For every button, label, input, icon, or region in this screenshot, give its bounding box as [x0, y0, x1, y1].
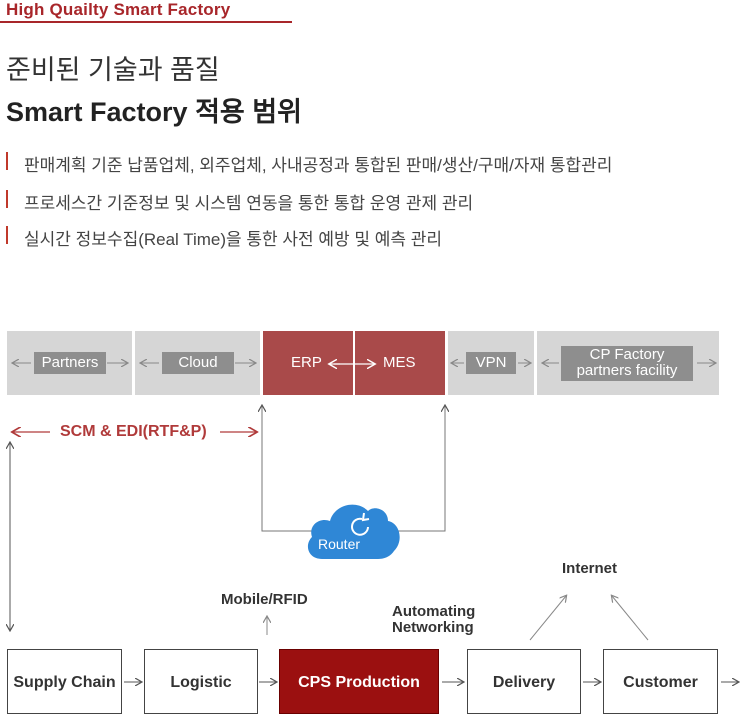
mobile-rfid-label: Mobile/RFID	[221, 591, 308, 608]
flow-box-cps-production: CPS Production	[279, 649, 439, 714]
cp-factory-line-1: CP Factory	[589, 346, 665, 363]
flow-box-logistic: Logistic	[144, 649, 258, 714]
erp-label: ERP	[291, 354, 322, 371]
refresh-icon	[351, 512, 370, 536]
bullet-text: 프로세스간 기준정보 및 시스템 연동을 통한 통합 운영 관제 관리	[24, 194, 474, 213]
tagline-underline	[0, 21, 292, 23]
cp-factory-pill: CP Factory partners facility	[561, 346, 693, 381]
flow-box-delivery: Delivery	[467, 649, 581, 714]
cloud-pill: Cloud	[162, 352, 234, 374]
scm-edi-label: SCM & EDI(RTF&P)	[60, 423, 207, 440]
cp-factory-line-2: partners facility	[576, 362, 678, 379]
bullet-marker	[6, 226, 8, 244]
bullet-text: 판매계획 기준 납품업체, 외주업체, 사내공정과 통합된 판매/생산/구매/자…	[24, 156, 613, 175]
page-title-line-1: 준비된 기술과 품질	[6, 55, 220, 85]
bullet-item-2: 프로세스간 기준정보 및 시스템 연동을 통한 통합 운영 관제 관리	[6, 188, 726, 213]
partners-pill: Partners	[34, 352, 106, 374]
bullet-item-3: 실시간 정보수집(Real Time)을 통한 사전 예방 및 예측 관리	[6, 224, 726, 249]
topbar-cp-factory: CP Factory partners facility	[537, 331, 719, 395]
flow-box-customer: Customer	[603, 649, 718, 714]
automating-networking-label: Automating Networking	[392, 604, 475, 636]
automating-line-1: Automating	[392, 603, 476, 620]
router-label: Router	[318, 536, 361, 552]
mes-label: MES	[383, 354, 416, 371]
bullet-marker	[6, 190, 8, 208]
bullet-item-1: 판매계획 기준 납품업체, 외주업체, 사내공정과 통합된 판매/생산/구매/자…	[6, 150, 726, 175]
bullet-text: 실시간 정보수집(Real Time)을 통한 사전 예방 및 예측 관리	[24, 230, 443, 249]
topbar-erp: ERP	[263, 331, 353, 395]
tagline: High Quailty Smart Factory	[6, 0, 231, 19]
router-cloud-icon	[307, 504, 400, 559]
internet-label: Internet	[562, 560, 618, 577]
vpn-pill: VPN	[466, 352, 516, 374]
page-title-line-2: Smart Factory 적용 범위	[6, 97, 302, 127]
flow-box-supply-chain: Supply Chain	[7, 649, 122, 714]
automating-line-2: Networking	[392, 619, 474, 636]
bullet-marker	[6, 152, 8, 170]
